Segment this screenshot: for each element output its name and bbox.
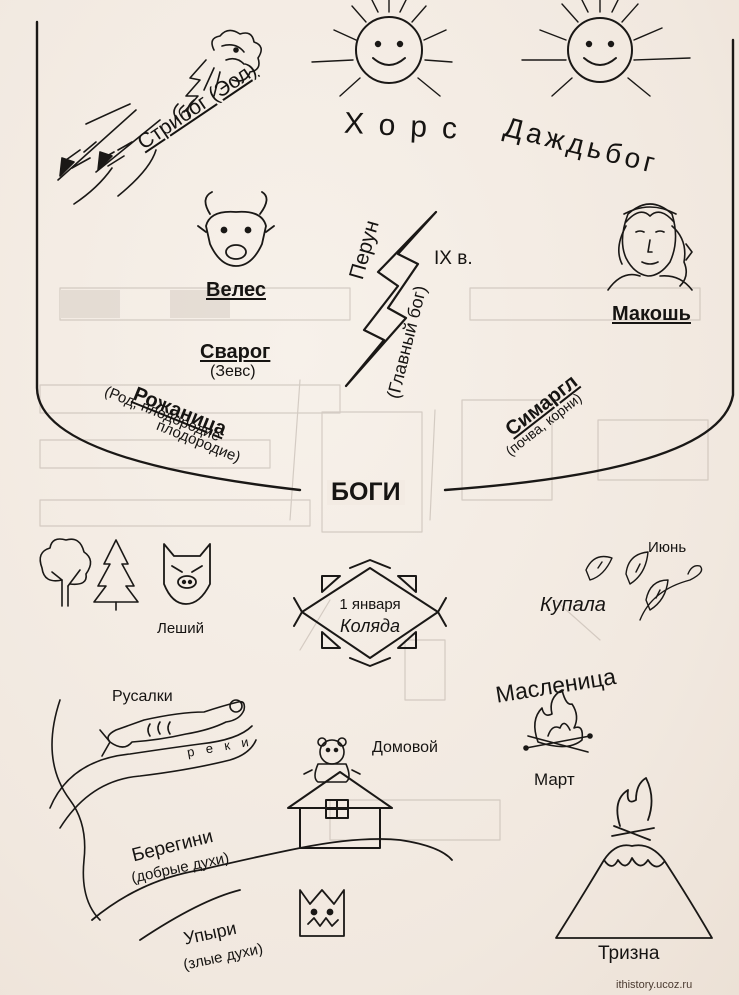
trizna-label: Тризна (598, 943, 660, 964)
domovoy-label: Домовой (372, 739, 438, 756)
khors-label-text: Хорс (343, 106, 473, 147)
forest-trees-icon (39, 538, 139, 611)
veles-label: Велес (206, 279, 266, 301)
stribog-wind-icon (173, 29, 262, 121)
makosh-label: Макошь (612, 303, 691, 325)
svarog-note-label: (Зевс) (210, 363, 256, 380)
rusalki-label: Русалки (112, 688, 173, 705)
perun-century-label: IX в. (434, 248, 473, 269)
kolyada-ornament (293, 559, 447, 667)
khors-sun-icon (311, 0, 453, 97)
kolyada-date-label: 1 января (339, 596, 401, 613)
watermark: ithistory.ucoz.ru (616, 979, 693, 991)
upyr-monster-icon (299, 889, 345, 937)
section-title-gods: БОГИ (327, 480, 405, 505)
rusalka-mermaid-icon (99, 699, 246, 757)
kupala-label: Купала (540, 594, 606, 616)
leshy-label: Леший (157, 620, 204, 637)
kupala-leaves-icon (585, 551, 703, 621)
veles-bull-icon (197, 191, 275, 267)
makosh-portrait-icon (607, 203, 693, 291)
gods-dome-outline (35, 20, 735, 492)
dazhdbog-sun-icon (521, 0, 691, 97)
khors-label: Хорс (330, 106, 473, 150)
kupala-month-label: Июнь (648, 539, 687, 556)
maslenitsa-month-label: Март (534, 770, 575, 789)
trizna-pyre-icon (555, 777, 713, 939)
kolyada-label: Коляда (340, 616, 400, 636)
maslenitsa-fire-icon (523, 689, 593, 753)
perun-lightning-icon (344, 210, 438, 388)
hill-slope (91, 838, 453, 941)
leshy-mask-icon (163, 543, 211, 605)
wind-arrows-icon (57, 103, 161, 205)
river-band (49, 699, 257, 921)
domovoy-bear-icon (303, 737, 361, 783)
house-icon (287, 771, 393, 849)
bleed-through (39, 287, 709, 841)
svarog-label: Сварог (200, 341, 271, 363)
